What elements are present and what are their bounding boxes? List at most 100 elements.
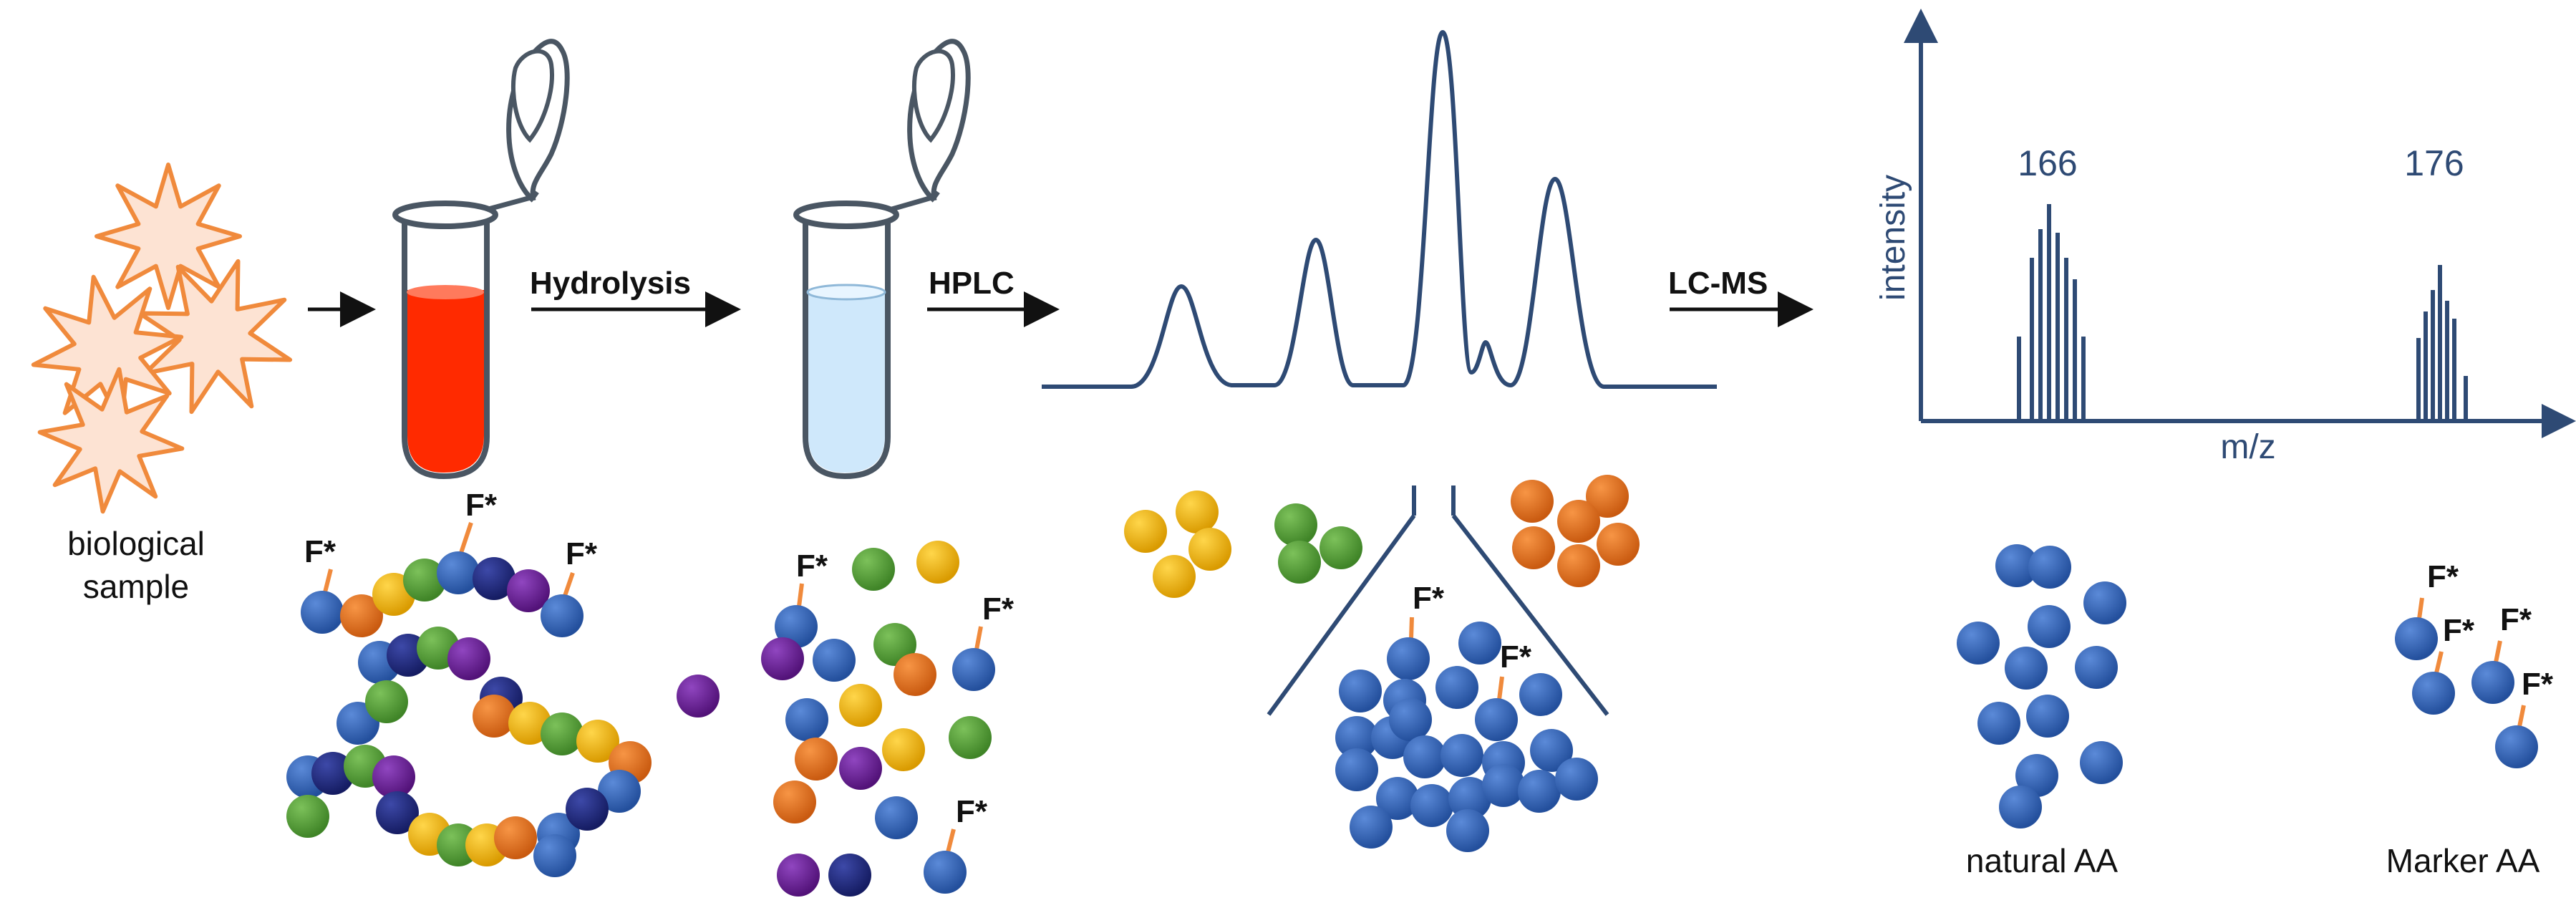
amino-acid-ball	[1519, 673, 1562, 716]
amino-acid-ball	[2015, 754, 2058, 797]
amino-acid-ball	[677, 675, 720, 718]
marker-line	[2517, 705, 2526, 728]
amino-acid-ball	[365, 680, 408, 723]
amino-acid-ball	[813, 639, 856, 682]
marker-line	[459, 522, 473, 554]
marker-line	[2494, 640, 2502, 663]
amino-acid-ball	[761, 637, 804, 680]
sample-label-line1: biological	[67, 525, 205, 562]
hydrolysis-label: Hydrolysis	[530, 266, 691, 301]
amino-acid-ball	[949, 716, 992, 759]
marker-label: F*	[566, 536, 598, 571]
amino-acid-ball	[2080, 741, 2123, 784]
marker-label: F*	[304, 534, 336, 569]
amino-acid-ball	[1176, 491, 1219, 533]
amino-acid-ball	[1435, 666, 1478, 709]
amino-acid-ball	[2495, 725, 2538, 768]
amino-acid-ball	[447, 637, 490, 680]
amino-acid-ball	[1557, 544, 1600, 587]
marker-label: F*	[2443, 613, 2475, 648]
amino-acid-ball	[1977, 702, 2020, 745]
amino-acid-ball	[2412, 672, 2455, 715]
marker-line	[946, 828, 956, 853]
amino-acid-ball	[340, 594, 383, 637]
amino-acid-ball	[376, 791, 419, 834]
amino-acid-ball	[775, 605, 818, 648]
amino-acid-ball	[1335, 748, 1378, 791]
marker-label: F*	[2427, 559, 2459, 594]
amino-acid-ball	[916, 541, 959, 584]
amino-acid-ball	[473, 695, 515, 738]
amino-acid-ball	[875, 796, 918, 839]
amino-acid-ball	[566, 788, 609, 831]
amino-acid-ball	[1410, 784, 1453, 827]
amino-acid-ball	[1957, 622, 2000, 665]
amino-acid-balls	[286, 475, 2538, 897]
marker-label: F*	[2500, 602, 2532, 637]
amino-acid-ball	[1995, 544, 2038, 587]
amino-acid-ball	[311, 752, 354, 795]
marker-label: F*	[956, 794, 988, 829]
marker-aa-label: Marker AA	[2386, 842, 2540, 879]
amino-acid-ball	[882, 728, 925, 771]
amino-acid-ball	[2005, 647, 2048, 690]
amino-acid-ball	[494, 816, 537, 859]
amino-acid-ball	[1518, 770, 1561, 813]
amino-acid-ball	[576, 720, 619, 763]
blue-tube-icon	[793, 39, 971, 480]
marker-label: F*	[982, 591, 1015, 627]
marker-lines	[323, 522, 2526, 853]
amino-acid-ball	[839, 684, 882, 727]
amino-acid-ball	[852, 548, 895, 591]
marker-line	[2417, 597, 2424, 619]
amino-acid-ball	[1350, 806, 1393, 849]
marker-label: F*	[1413, 581, 1445, 616]
amino-acid-ball	[777, 854, 820, 897]
amino-acid-ball	[773, 781, 816, 823]
marker-label: F*	[465, 488, 498, 523]
marker-line	[1409, 617, 1414, 639]
amino-acid-ball	[952, 648, 995, 691]
amino-acid-ball	[473, 557, 515, 600]
amino-acid-ball	[1448, 777, 1491, 820]
marker-label: F*	[796, 549, 828, 584]
amino-acid-ball	[1153, 555, 1196, 598]
marker-line	[323, 569, 333, 593]
amino-acid-ball	[507, 569, 550, 612]
marker-line	[1497, 676, 1504, 700]
amino-acid-ball	[924, 851, 967, 894]
separation-funnel	[1267, 485, 1609, 716]
amino-acid-ball	[2395, 617, 2438, 660]
amino-acid-ball	[1376, 777, 1419, 820]
amino-acid-ball	[1403, 735, 1446, 778]
amino-acid-ball	[1511, 480, 1554, 523]
amino-acid-ball	[1597, 523, 1640, 566]
peak-label-166: 166	[2018, 143, 2077, 183]
peak-label-176: 176	[2404, 143, 2464, 183]
hplc-label: HPLC	[929, 266, 1015, 301]
amino-acid-ball	[1557, 500, 1600, 543]
amino-acid-ball	[372, 755, 415, 798]
lcms-label: LC-MS	[1668, 266, 1768, 301]
amino-acid-ball	[1320, 526, 1362, 569]
amino-acid-ball	[1446, 809, 1489, 852]
amino-acid-ball	[2075, 646, 2118, 689]
y-axis-label: intensity	[1874, 175, 1912, 301]
amino-acid-ball	[403, 559, 446, 601]
amino-acid-ball	[437, 551, 480, 594]
star-shape	[37, 367, 185, 514]
amino-acid-ball	[1512, 526, 1555, 569]
amino-acid-ball	[286, 795, 329, 838]
amino-acid-ball	[1335, 716, 1378, 759]
x-axis-label: m/z	[2220, 428, 2275, 466]
amino-acid-ball	[1555, 758, 1598, 801]
amino-acid-ball	[2026, 695, 2069, 738]
amino-acid-ball	[785, 698, 828, 741]
marker-labels: F*F*F*F*F*F*F*F*F*F*F*F*	[304, 488, 2554, 829]
marker-line	[974, 626, 983, 650]
amino-acid-ball	[1440, 734, 1483, 777]
marker-label: F*	[2522, 667, 2554, 702]
amino-acid-ball	[1586, 475, 1629, 518]
red-tube-icon	[392, 39, 570, 480]
amino-acid-ball	[1274, 503, 1317, 546]
